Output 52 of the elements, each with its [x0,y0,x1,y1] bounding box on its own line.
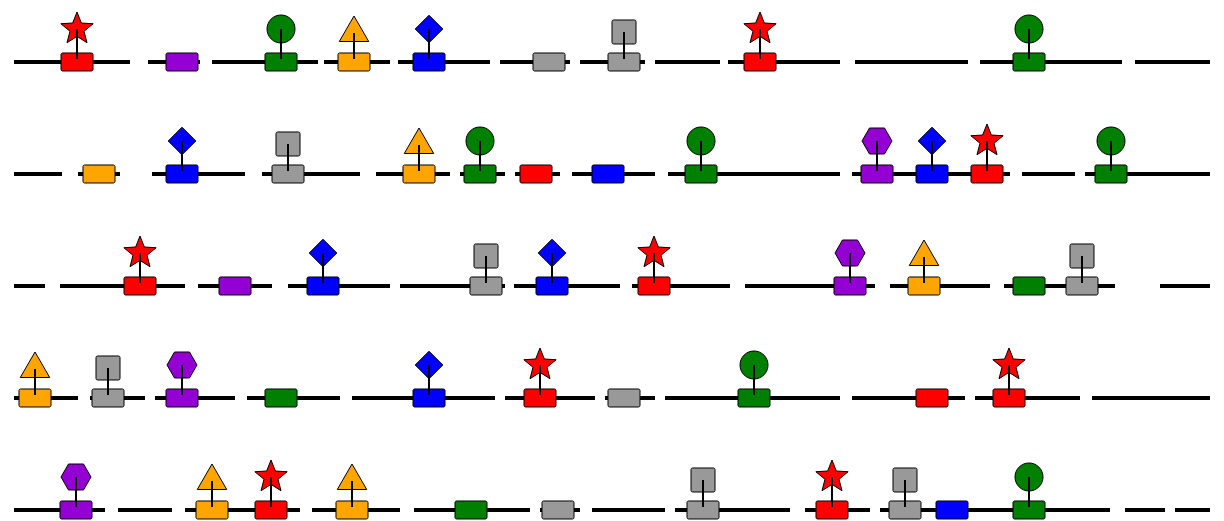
part-box [271,164,305,184]
part-box [165,164,199,184]
part-box [1094,164,1128,184]
part-box [402,164,436,184]
part-box [454,500,488,520]
part-box [686,500,720,520]
part-box [743,52,777,72]
part-box [18,388,52,408]
part-box [992,388,1026,408]
part-box [535,276,569,296]
part-box [637,276,671,296]
part-box [815,500,849,520]
part-box [1012,276,1046,296]
part-box [532,52,566,72]
part-box [469,276,503,296]
part-box [123,276,157,296]
part-box [82,164,116,184]
part-box [165,388,199,408]
part-box [737,388,771,408]
part-box [591,164,625,184]
part-box [412,52,446,72]
part-box [935,500,969,520]
part-box [254,500,288,520]
part-box [684,164,718,184]
part-box [915,164,949,184]
part-box [218,276,252,296]
part-box [165,52,199,72]
part-box [412,388,446,408]
part-box [60,52,94,72]
part-box [860,164,894,184]
part-box [607,388,641,408]
part-box [519,164,553,184]
part-box [264,388,298,408]
part-box [337,52,371,72]
part-box [607,52,641,72]
part-box [59,500,93,520]
part-box [915,388,949,408]
part-box [970,164,1004,184]
part-box [1065,276,1099,296]
part-box [541,500,575,520]
part-box [335,500,369,520]
part-box [1012,500,1046,520]
part-box [463,164,497,184]
part-box [1012,52,1046,72]
part-box [195,500,229,520]
part-box [888,500,922,520]
part-box [91,388,125,408]
part-box [306,276,340,296]
part-box [264,52,298,72]
part-box [833,276,867,296]
part-box [523,388,557,408]
part-box [907,276,941,296]
